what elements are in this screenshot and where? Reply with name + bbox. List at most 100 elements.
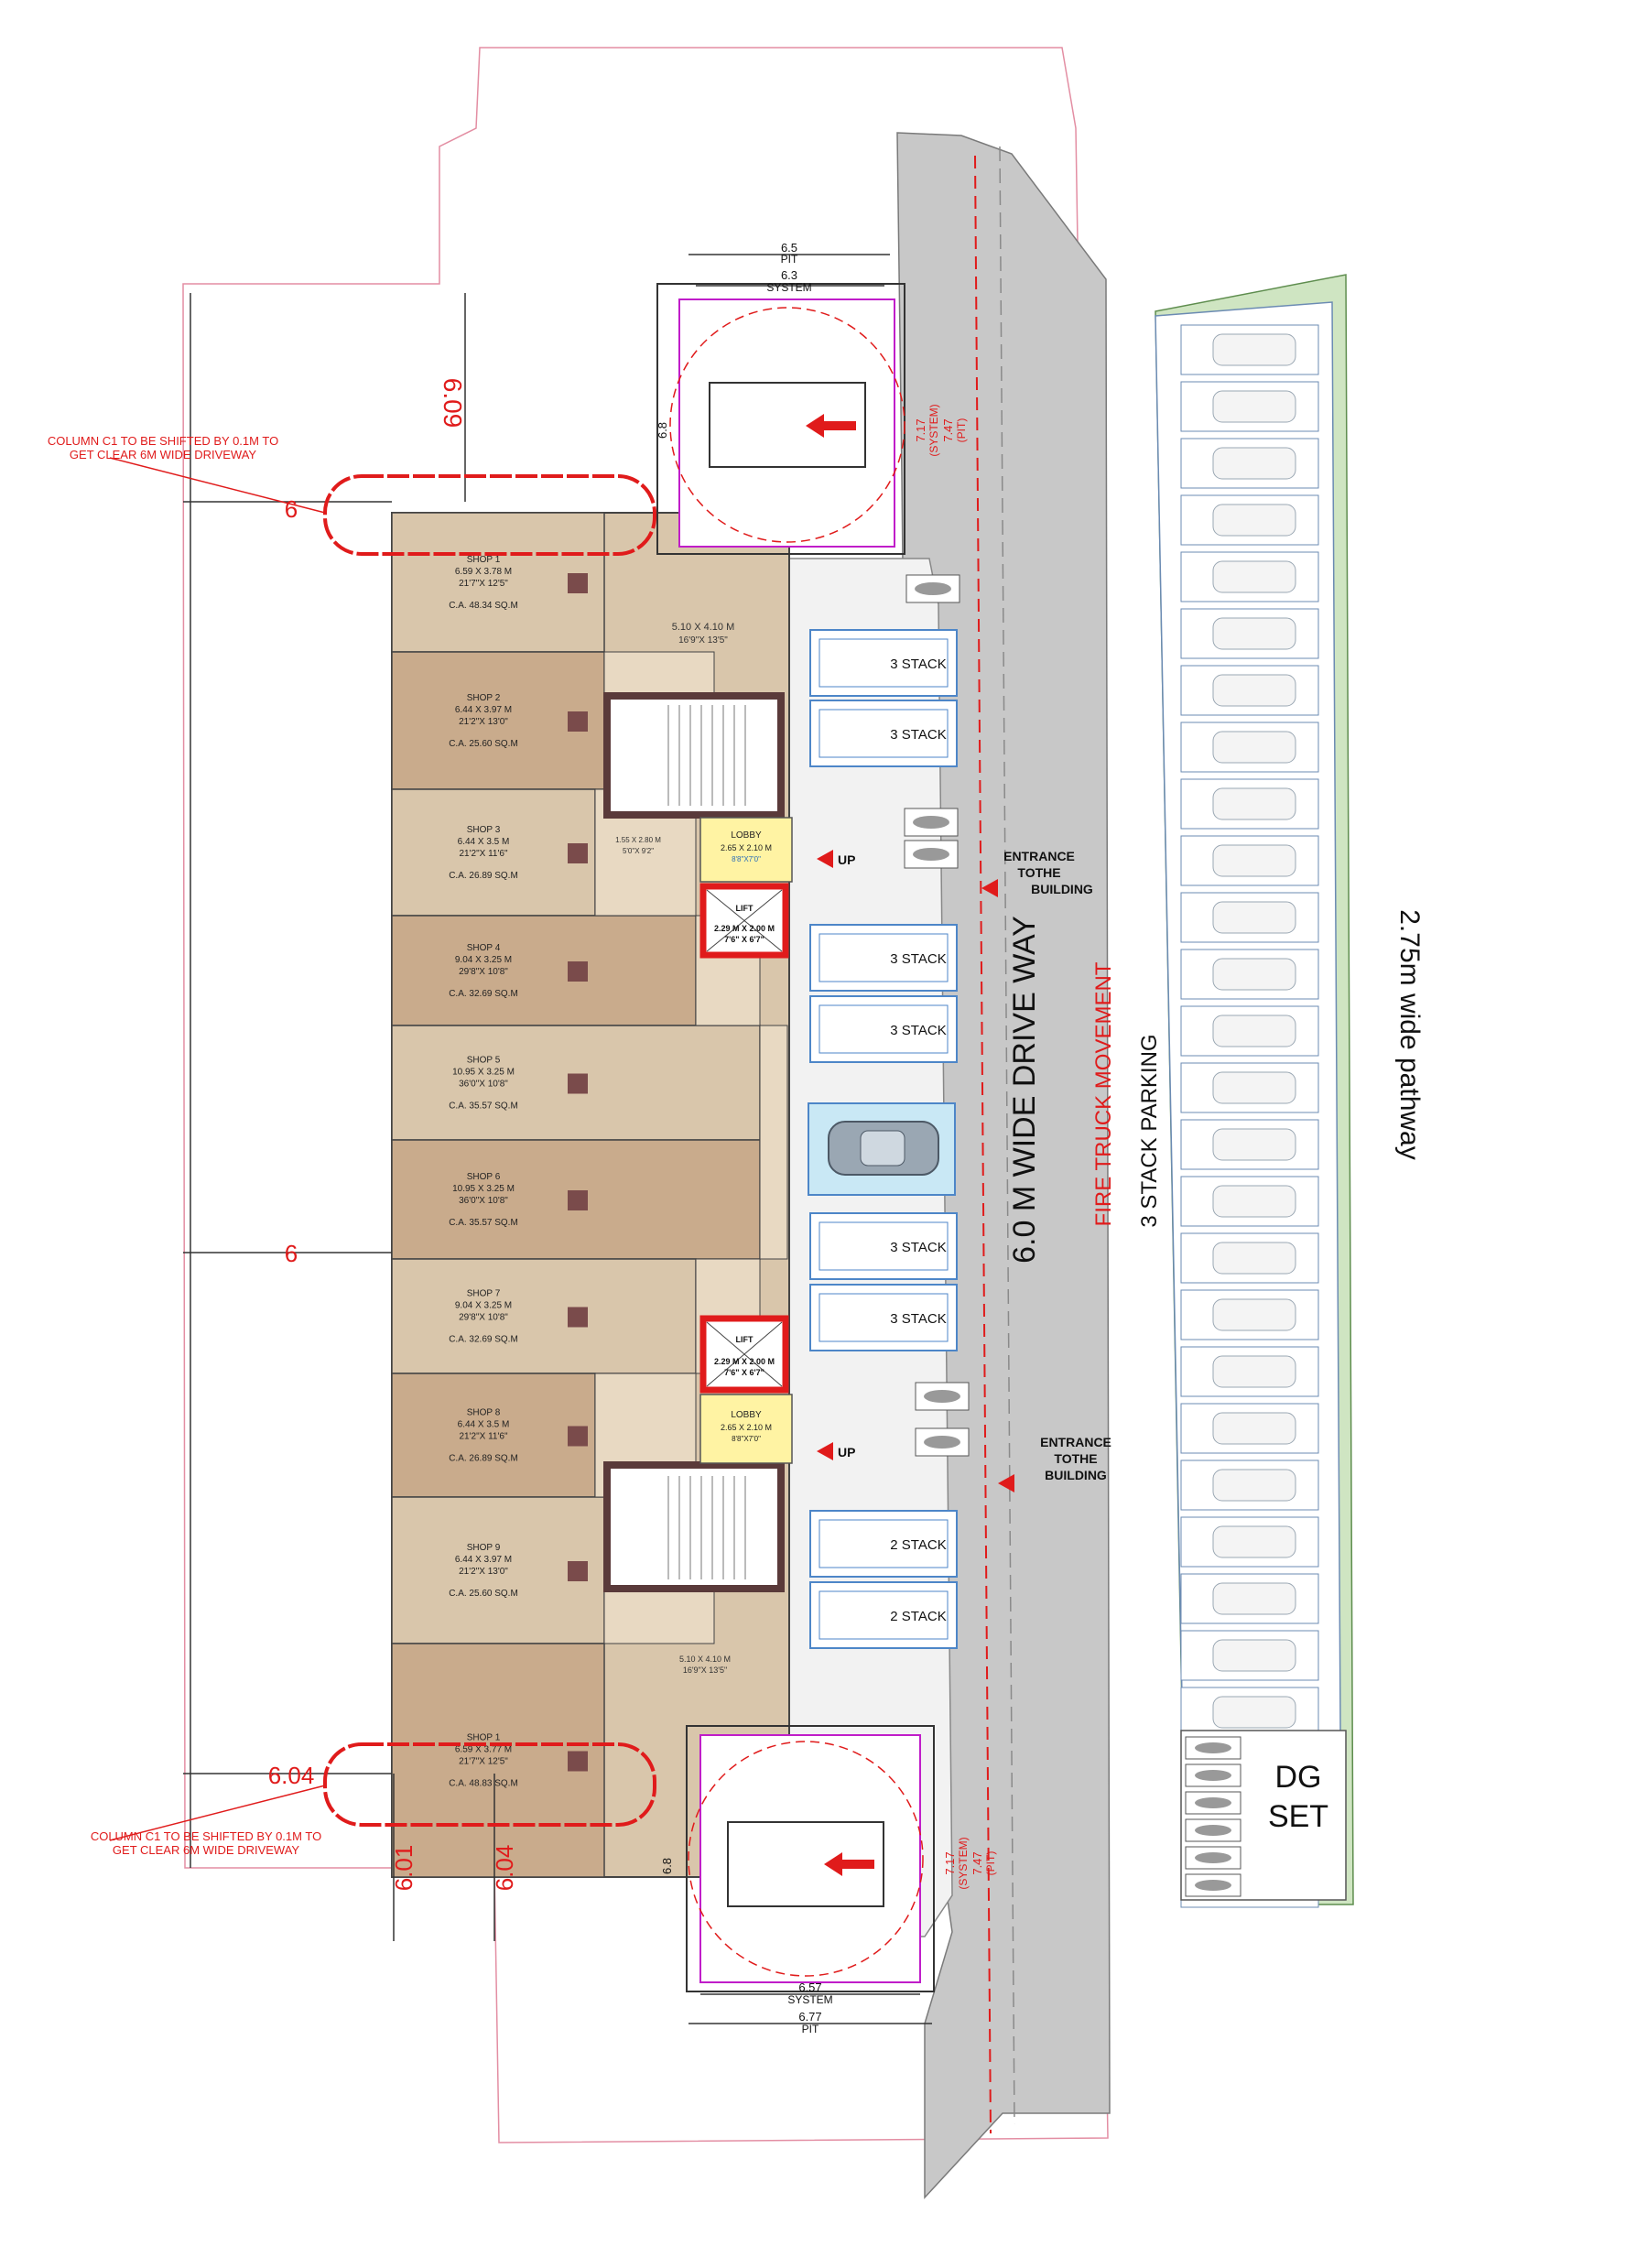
- shop-carpet-area: C.A. 48.34 SQ.M: [449, 601, 518, 611]
- pit-top-pit-depth: 7.47: [941, 418, 955, 441]
- lobby-bottom-imperial: 8'8"X7'0": [732, 1435, 761, 1443]
- lift-bottom-cross2: [706, 1321, 783, 1387]
- pit-top-arrow-icon: [806, 414, 856, 438]
- parked-car-icon: [1212, 447, 1296, 480]
- parked-car-icon: [1212, 1185, 1296, 1218]
- lift-top-size: 2.29 M X 2.00 M: [714, 924, 775, 933]
- pit-bottom-pit-depth: 7.47: [970, 1851, 984, 1874]
- shop-label: 10.95 X 3.25 M: [452, 1068, 515, 1078]
- bike-icon: [913, 848, 949, 861]
- shop-label: 21'2"X 11'6": [460, 1432, 508, 1442]
- column-marker: [568, 961, 588, 982]
- stack-label: 3 STACK: [890, 1023, 946, 1038]
- site-boundary: [182, 47, 1109, 2143]
- shop-label: 10.95 X 3.25 M: [452, 1184, 515, 1194]
- bike-icon: [915, 582, 951, 595]
- two-wheeler-bays: [1185, 1736, 1241, 1897]
- lift-bottom-imperial: 7'6" X 6'7": [724, 1368, 764, 1377]
- bike-icon: [1195, 1770, 1231, 1781]
- pit-top-car-platform: [709, 382, 866, 468]
- shop-label: 36'0"X 10'8": [459, 1196, 508, 1206]
- pit-bottom-system-label: SYSTEM: [787, 1993, 832, 2006]
- driveway-label: 6.0 M WIDE DRIVE WAY: [1007, 916, 1042, 1264]
- column-marker: [568, 1307, 588, 1328]
- pit-bottom-sys-label: (SYSTEM): [957, 1837, 970, 1889]
- shop-label: SHOP 9: [467, 1543, 501, 1553]
- up-bottom-label: UP: [838, 1445, 855, 1460]
- shop-label: SHOP 1: [467, 555, 501, 565]
- shop-label: 21'2"X 13'0": [459, 1567, 508, 1577]
- column-marker: [568, 573, 588, 593]
- inner-bottom-size: 5.10 X 4.10 M: [679, 1655, 731, 1664]
- column-marker: [568, 1751, 588, 1772]
- shop-label: SHOP 2: [467, 693, 501, 703]
- shop-label: 6.44 X 3.97 M: [455, 705, 512, 715]
- pit-bottom-pit-width: 6.77: [798, 2010, 821, 2024]
- column-marker: [568, 711, 588, 732]
- entrance-top-line2: TOTHE: [1017, 865, 1060, 880]
- stack-label: 3 STACK: [890, 1311, 946, 1327]
- shop-room: [391, 1258, 697, 1374]
- shop-label: SHOP 1: [467, 1733, 501, 1743]
- stack-label: 2 STACK: [890, 1537, 946, 1553]
- parked-car-icon: [1212, 1696, 1296, 1729]
- shop-label: 6.44 X 3.5 M: [458, 837, 510, 847]
- parked-car-icon: [1212, 1355, 1296, 1388]
- stack-bay: [809, 700, 958, 767]
- pit-bottom-turntable: [688, 1741, 924, 1977]
- column-marker: [568, 1426, 588, 1447]
- lift-top-imperial: 7'6" X 6'7": [724, 935, 764, 944]
- pathway-label: 2.75m wide pathway: [1394, 909, 1425, 1160]
- column-marker: [568, 843, 588, 863]
- parked-car-icon: [1212, 504, 1296, 537]
- bike-icon: [1195, 1852, 1231, 1863]
- lobby-top-name: LOBBY: [731, 830, 762, 841]
- pit-top-pit-depth-label: (PIT): [955, 418, 968, 443]
- stack-bay-inner: [819, 1519, 949, 1568]
- lift-bottom-name: LIFT: [736, 1335, 754, 1344]
- stack-label: 3 STACK: [890, 727, 946, 743]
- parked-car-icon: [1212, 333, 1296, 366]
- fire-truck-label: FIRE TRUCK MOVEMENT: [1091, 961, 1116, 1226]
- bike-icon: [1195, 1825, 1231, 1836]
- shop-label: 6.44 X 3.97 M: [455, 1555, 512, 1565]
- shop-carpet-area: C.A. 32.69 SQ.M: [449, 1335, 518, 1345]
- pit-top-depth: 6.8: [656, 422, 669, 439]
- lobby-bottom-name: LOBBY: [731, 1410, 762, 1420]
- dim-row-top-label: 6: [285, 495, 298, 523]
- pit-top-pit-width: 6.5: [781, 241, 797, 255]
- shop-label: 21'2"X 13'0": [459, 717, 508, 727]
- stack-bay: [809, 629, 958, 697]
- pit-bottom-arrow-icon: [824, 1852, 874, 1876]
- parked-car-icon: [1212, 1525, 1296, 1558]
- inner-small-imperial: 5'0"X 9'2": [623, 847, 654, 855]
- pit-bottom-sys-depth: 7.17: [943, 1851, 957, 1874]
- entrance-bottom-arrow-icon: [998, 1474, 1014, 1492]
- entrance-top-line3: BUILDING: [1031, 882, 1093, 896]
- pit-top-inner: [678, 298, 895, 548]
- shop-label: 6.44 X 3.5 M: [458, 1420, 510, 1430]
- bike-icon: [1195, 1742, 1231, 1753]
- shop-label: 21'7"X 12'5": [459, 1757, 508, 1767]
- pit-bottom-car-platform: [727, 1821, 884, 1907]
- shop-label: 36'0"X 10'8": [459, 1080, 508, 1090]
- shop-label: 6.59 X 3.78 M: [455, 567, 512, 577]
- shop-carpet-area: C.A. 26.89 SQ.M: [449, 1454, 518, 1464]
- stair-core-top: [603, 692, 785, 819]
- pit-bottom-inner: [699, 1734, 921, 1983]
- column-marker: [568, 1073, 588, 1094]
- pit-bottom-pit-label: PIT: [802, 2023, 819, 2035]
- entrance-bottom-line2: TOTHE: [1054, 1451, 1097, 1466]
- inner-top-imperial: 16'9"X 13'5": [678, 635, 728, 646]
- revision-cloud-bottom: [323, 1742, 656, 1827]
- parked-car-icon: [1212, 787, 1296, 820]
- up-top-label: UP: [838, 852, 855, 867]
- road-centerline: [999, 146, 1015, 2125]
- bike-icon: [1195, 1797, 1231, 1808]
- stack-bay-inner: [819, 638, 949, 688]
- stack-bay: [809, 1284, 958, 1351]
- entrance-bottom-line1: ENTRANCE: [1040, 1435, 1111, 1449]
- shop-carpet-area: C.A. 35.57 SQ.M: [449, 1101, 518, 1112]
